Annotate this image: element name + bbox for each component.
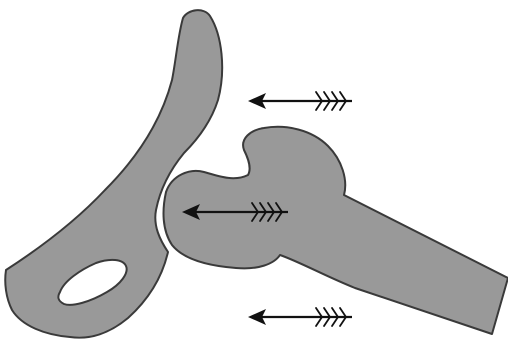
femur-bone [164, 127, 508, 334]
arrow-top [248, 92, 352, 110]
arrow-bottom [248, 308, 352, 326]
